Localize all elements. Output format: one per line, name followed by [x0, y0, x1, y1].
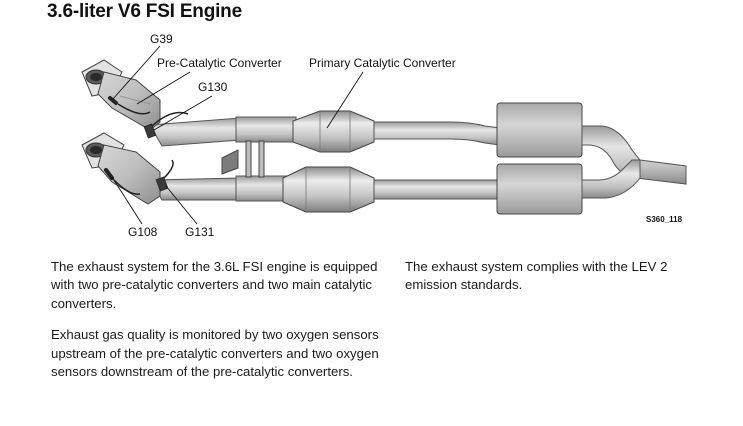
body-text-left: The exhaust system for the 3.6L FSI engi… — [51, 258, 381, 394]
label-primary-catalytic-converter: Primary Catalytic Converter — [309, 56, 456, 70]
pre-catalytic-converter-upper — [81, 59, 189, 139]
label-g108: G108 — [128, 225, 158, 239]
upper-exhaust-line — [149, 102, 687, 185]
label-g130: G130 — [198, 80, 228, 94]
muffler-lower — [496, 163, 583, 215]
muffler-upper — [496, 102, 583, 158]
paragraph: Exhaust gas quality is monitored by two … — [51, 327, 379, 380]
primary-catalytic-converter-upper — [292, 110, 375, 153]
leader-lines — [111, 45, 364, 225]
lower-exhaust-line — [149, 159, 641, 215]
exhaust-system-illustration: G39 Pre-Catalytic Converter Primary Cata… — [81, 32, 687, 239]
paragraph: The exhaust system for the 3.6L FSI engi… — [51, 259, 378, 311]
pre-catalytic-converter-lower — [81, 132, 174, 205]
label-pre-catalytic-converter: Pre-Catalytic Converter — [157, 56, 282, 70]
page-title: 3.6-liter V6 FSI Engine — [47, 1, 242, 22]
crossover-bracket — [221, 140, 265, 178]
figure-id: S360_118 — [646, 215, 683, 224]
body-text-right: The exhaust system complies with the LEV… — [405, 258, 705, 308]
label-g131: G131 — [185, 225, 215, 239]
label-g39: G39 — [150, 32, 173, 46]
primary-catalytic-converter-lower — [282, 166, 375, 213]
paragraph: The exhaust system complies with the LEV… — [405, 259, 668, 293]
